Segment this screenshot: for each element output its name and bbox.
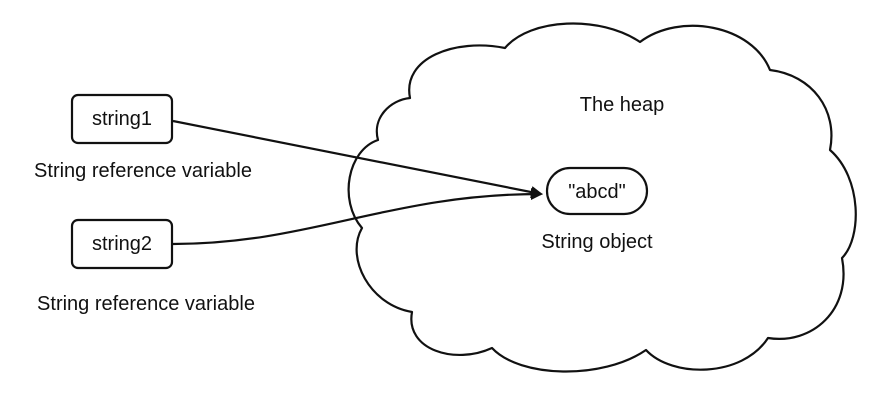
- string2-name: string2: [92, 233, 152, 255]
- string2-reference-arrow: [172, 188, 543, 246]
- string-object-box: [545, 166, 649, 216]
- string1-box: [70, 93, 174, 145]
- string-object-value: "abcd": [568, 181, 626, 203]
- string-object-caption: String object: [541, 231, 653, 253]
- string1-name: string1: [92, 108, 152, 130]
- heap-label: The heap: [580, 94, 665, 116]
- string1-reference-arrow: [172, 119, 543, 198]
- string2-box: [70, 218, 174, 270]
- string1-caption: String reference variable: [34, 160, 252, 182]
- string2-caption: String reference variable: [37, 293, 255, 315]
